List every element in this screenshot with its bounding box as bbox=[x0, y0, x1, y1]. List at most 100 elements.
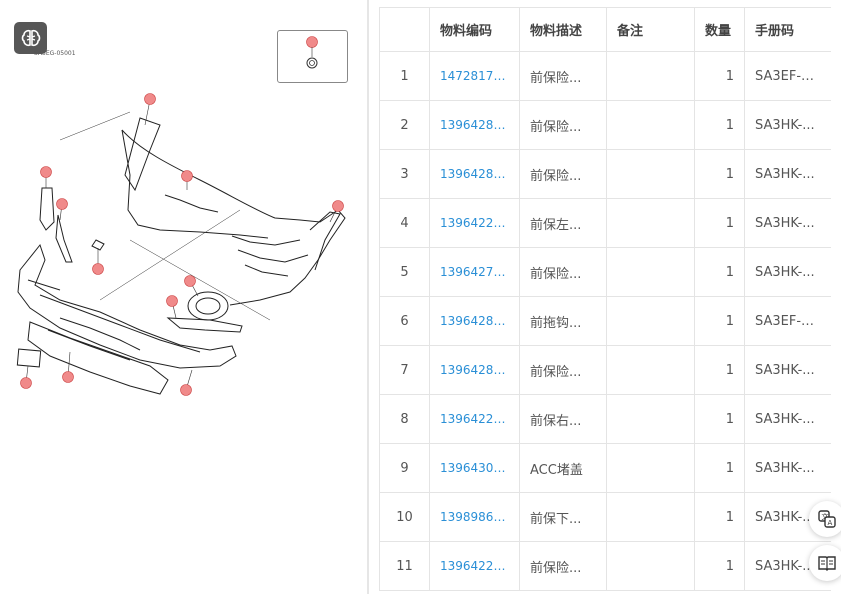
panel-divider[interactable] bbox=[367, 0, 369, 594]
cell-quantity: 1 bbox=[694, 198, 745, 248]
cell-remarks bbox=[606, 345, 695, 395]
table-row[interactable]: 1013989862-00...前保下...1SA3HK-... bbox=[379, 492, 831, 542]
cell-quantity: 1 bbox=[694, 345, 745, 395]
svg-text:A: A bbox=[828, 519, 833, 527]
cell-quantity: 1 bbox=[694, 492, 745, 542]
cell-quantity: 1 bbox=[694, 394, 745, 444]
cell-quantity: 1 bbox=[694, 51, 745, 101]
cell-manual-code: SA3HK-... bbox=[744, 345, 831, 395]
cell-quantity: 1 bbox=[694, 541, 745, 591]
cell-remarks bbox=[606, 492, 695, 542]
cell-index: 2 bbox=[379, 100, 430, 150]
cell-index: 6 bbox=[379, 296, 430, 346]
cell-quantity: 1 bbox=[694, 149, 745, 199]
cell-material-code[interactable]: 14728173-00... bbox=[429, 51, 520, 101]
cell-material-code[interactable]: 13964221-00... bbox=[429, 541, 520, 591]
column-header-remarks[interactable]: 备注 bbox=[606, 7, 695, 52]
exploded-diagram[interactable] bbox=[0, 0, 367, 594]
reader-button[interactable] bbox=[809, 545, 841, 581]
cell-material-code[interactable]: 13964220-00... bbox=[429, 198, 520, 248]
cell-material-description: 前保险... bbox=[519, 247, 607, 297]
cell-quantity: 1 bbox=[694, 100, 745, 150]
cell-material-description: ACC堵盖 bbox=[519, 443, 607, 493]
column-header-material-description[interactable]: 物料描述 bbox=[519, 7, 607, 52]
cell-manual-code: SA3EF-2... bbox=[744, 296, 831, 346]
parts-table-panel: 物料编码 物料描述 备注 数量 手册码 114728173-00...前保险..… bbox=[379, 7, 831, 594]
cell-manual-code: SA3HK-... bbox=[744, 443, 831, 493]
cell-remarks bbox=[606, 100, 695, 150]
cell-remarks bbox=[606, 198, 695, 248]
cell-material-description: 前保下... bbox=[519, 492, 607, 542]
cell-remarks bbox=[606, 247, 695, 297]
cell-manual-code: SA3EF-2... bbox=[744, 51, 831, 101]
book-icon bbox=[818, 556, 836, 571]
inset-drawing bbox=[306, 36, 318, 69]
cell-material-code[interactable]: 13964288-00... bbox=[429, 100, 520, 150]
translate-button[interactable]: 文 A bbox=[809, 501, 841, 537]
table-header-row: 物料编码 物料描述 备注 数量 手册码 bbox=[379, 7, 831, 52]
cell-index: 9 bbox=[379, 443, 430, 493]
cell-index: 11 bbox=[379, 541, 430, 591]
parts-table: 物料编码 物料描述 备注 数量 手册码 114728173-00...前保险..… bbox=[379, 7, 831, 591]
cell-material-code[interactable]: 13964277-00... bbox=[429, 247, 520, 297]
cell-remarks bbox=[606, 51, 695, 101]
column-header-index bbox=[379, 7, 430, 52]
brain-icon-button[interactable] bbox=[14, 22, 47, 54]
svg-text:文: 文 bbox=[822, 512, 829, 521]
cell-remarks bbox=[606, 394, 695, 444]
cell-manual-code: SA3HK-... bbox=[744, 394, 831, 444]
cell-material-description: 前保险... bbox=[519, 345, 607, 395]
cell-index: 5 bbox=[379, 247, 430, 297]
cell-material-description: 前保左... bbox=[519, 198, 607, 248]
column-header-quantity[interactable]: 数量 bbox=[694, 7, 745, 52]
cell-index: 7 bbox=[379, 345, 430, 395]
cell-manual-code: SA3HK-... bbox=[744, 247, 831, 297]
cell-index: 4 bbox=[379, 198, 430, 248]
cell-material-description: 前拖钩... bbox=[519, 296, 607, 346]
cell-remarks bbox=[606, 296, 695, 346]
cell-material-code[interactable]: 13964301-00... bbox=[429, 443, 520, 493]
callout-markers[interactable] bbox=[20, 93, 344, 396]
cell-material-description: 前保险... bbox=[519, 149, 607, 199]
column-header-manual-code[interactable]: 手册码 bbox=[744, 7, 831, 52]
cell-material-code[interactable]: 13989862-00... bbox=[429, 492, 520, 542]
cell-index: 10 bbox=[379, 492, 430, 542]
diagram-panel: SA3EG-05001 bbox=[0, 0, 367, 594]
cell-remarks bbox=[606, 541, 695, 591]
cell-remarks bbox=[606, 443, 695, 493]
cell-index: 8 bbox=[379, 394, 430, 444]
column-header-material-code[interactable]: 物料编码 bbox=[429, 7, 520, 52]
cell-manual-code: SA3HK-... bbox=[744, 149, 831, 199]
cell-material-code[interactable]: 13964222-00... bbox=[429, 394, 520, 444]
cell-material-description: 前保险... bbox=[519, 541, 607, 591]
cell-material-description: 前保险... bbox=[519, 100, 607, 150]
cell-index: 1 bbox=[379, 51, 430, 101]
cell-index: 3 bbox=[379, 149, 430, 199]
diagram-code: SA3EG-05001 bbox=[34, 50, 76, 57]
cell-quantity: 1 bbox=[694, 296, 745, 346]
translate-icon: 文 A bbox=[818, 510, 836, 528]
brain-icon bbox=[21, 29, 40, 47]
table-row[interactable]: 1113964221-00...前保险...1SA3HK-... bbox=[379, 541, 831, 591]
cell-material-code[interactable]: 13964284-00... bbox=[429, 296, 520, 346]
cell-quantity: 1 bbox=[694, 247, 745, 297]
cell-material-code[interactable]: 13964287-00... bbox=[429, 149, 520, 199]
cell-material-description: 前保险... bbox=[519, 51, 607, 101]
cell-quantity: 1 bbox=[694, 443, 745, 493]
cell-remarks bbox=[606, 149, 695, 199]
cell-manual-code: SA3HK-... bbox=[744, 100, 831, 150]
cell-material-description: 前保右... bbox=[519, 394, 607, 444]
inset-detail[interactable] bbox=[277, 30, 348, 83]
cell-manual-code: SA3HK-... bbox=[744, 198, 831, 248]
table-row[interactable]: 114728173-00...前保险...1SA3EF-2... bbox=[379, 51, 831, 101]
cell-material-code[interactable]: 13964281-00... bbox=[429, 345, 520, 395]
